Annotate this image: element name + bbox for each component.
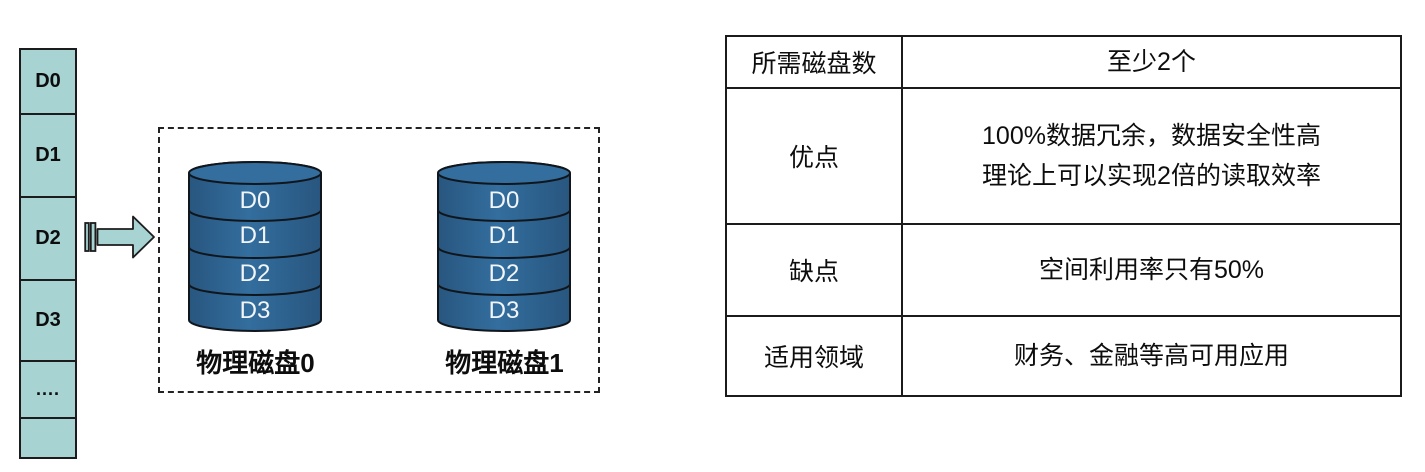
disk-segment-label: D3 [489, 297, 520, 324]
block-arrow-icon [84, 211, 156, 263]
stripe-cell: D3 [19, 279, 77, 362]
stripe-cell-ellipsis: .... [19, 360, 77, 419]
row-header-cell: 缺点 [725, 223, 903, 317]
row-value-cell: 财务、金融等高可用应用 [901, 315, 1402, 397]
disk-top-cap [437, 161, 571, 185]
disk-segment-label: D1 [240, 222, 271, 249]
disk-platter-divider [437, 209, 571, 222]
stripe-column: D0 D1 D2 D3 .... [19, 48, 77, 459]
physical-disk-0: D0 D1 D2 D3 物理磁盘0 [187, 161, 324, 380]
disk-segment-label: D0 [240, 187, 271, 214]
row-value-cell: 100%数据冗余，数据安全性高 理论上可以实现2倍的读取效率 [901, 87, 1402, 225]
table-row: 优点 100%数据冗余，数据安全性高 理论上可以实现2倍的读取效率 [725, 87, 1402, 225]
table-row: 适用领域 财务、金融等高可用应用 [725, 315, 1402, 397]
disk-segment-label: D2 [240, 260, 271, 287]
arrow-tail-bar [84, 222, 90, 252]
row-header-cell: 适用领域 [725, 315, 903, 397]
disk-segment-label: D3 [240, 297, 271, 324]
physical-disk-1: D0 D1 D2 D3 物理磁盘1 [436, 161, 573, 380]
arrow-tail-bar [89, 222, 97, 252]
disk-caption: 物理磁盘1 [445, 348, 564, 378]
value-line: 100%数据冗余，数据安全性高 [982, 121, 1321, 150]
disk-platter-divider [188, 246, 322, 259]
value-line: 至少2个 [1107, 47, 1196, 76]
row-value-cell: 至少2个 [901, 35, 1402, 89]
disk-cylinder-icon: D0 D1 D2 D3 [437, 161, 571, 332]
disk-cylinder-icon: D0 D1 D2 D3 [188, 161, 322, 332]
stripe-cell: D2 [19, 196, 77, 281]
raid1-characteristics-table: 所需磁盘数 至少2个 优点 100%数据冗余，数据安全性高 理论上可以实现2倍的… [725, 35, 1402, 397]
arrow-body [96, 215, 155, 259]
disk-caption: 物理磁盘0 [196, 348, 315, 378]
disk-segment-label: D0 [489, 187, 520, 214]
disk-platter-divider [188, 283, 322, 296]
stripe-cell: D0 [19, 48, 77, 115]
table-row: 缺点 空间利用率只有50% [725, 223, 1402, 317]
disk-top-cap [188, 161, 322, 185]
stripe-cell: D1 [19, 113, 77, 198]
disk-segment-label: D2 [489, 260, 520, 287]
disk-segment-label: D1 [489, 222, 520, 249]
stripe-cell-empty [19, 417, 77, 459]
disk-platter-divider [437, 283, 571, 296]
row-header-cell: 所需磁盘数 [725, 35, 903, 89]
row-header-cell: 优点 [725, 87, 903, 225]
mirror-group-dashed-box [158, 127, 600, 393]
value-line: 财务、金融等高可用应用 [1013, 341, 1289, 370]
value-line: 空间利用率只有50% [1038, 255, 1265, 284]
row-value-cell: 空间利用率只有50% [901, 223, 1402, 317]
table-row: 所需磁盘数 至少2个 [725, 35, 1402, 89]
disk-platter-divider [437, 246, 571, 259]
disk-platter-divider [188, 209, 322, 222]
value-line: 理论上可以实现2倍的读取效率 [982, 162, 1321, 190]
